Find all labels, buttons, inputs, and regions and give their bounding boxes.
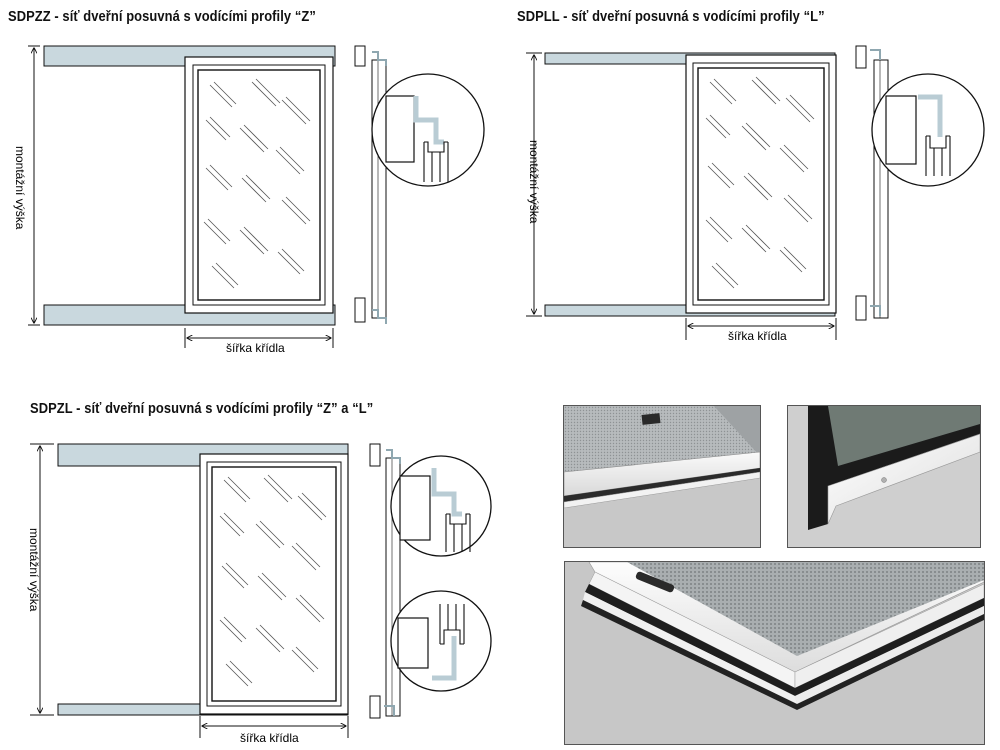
z-profile [413, 96, 444, 145]
photo-mesh-closeup [564, 561, 985, 745]
diagram-sdpll [526, 45, 985, 340]
diagram-title-sdpll: SDPLL - síť dveřní posuvná s vodícími pr… [517, 8, 825, 25]
mesh-panel [197, 69, 321, 301]
photo-frame-corner [563, 405, 761, 548]
l-profile [918, 94, 943, 137]
l-profile [432, 636, 457, 681]
height-label: montážní výška [13, 146, 27, 230]
width-label: šířka křídla [226, 341, 285, 355]
diagram-title-sdpzz: SDPZZ - síť dveřní posuvná s vodícími pr… [8, 8, 316, 25]
mesh-panel [211, 466, 337, 702]
photo-door-edge [787, 405, 981, 548]
z-profile [431, 468, 462, 517]
height-label: montážní výška [27, 528, 41, 612]
diagram-sdpzl [30, 443, 492, 738]
width-label: šířka křídla [728, 329, 787, 343]
diagram-sdpzz [28, 45, 485, 348]
mesh-panel [697, 67, 825, 301]
height-label: montážní výška [527, 140, 541, 224]
diagram-title-sdpzl: SDPZL - síť dveřní posuvná s vodícími pr… [30, 400, 374, 417]
width-label: šířka křídla [240, 731, 299, 745]
